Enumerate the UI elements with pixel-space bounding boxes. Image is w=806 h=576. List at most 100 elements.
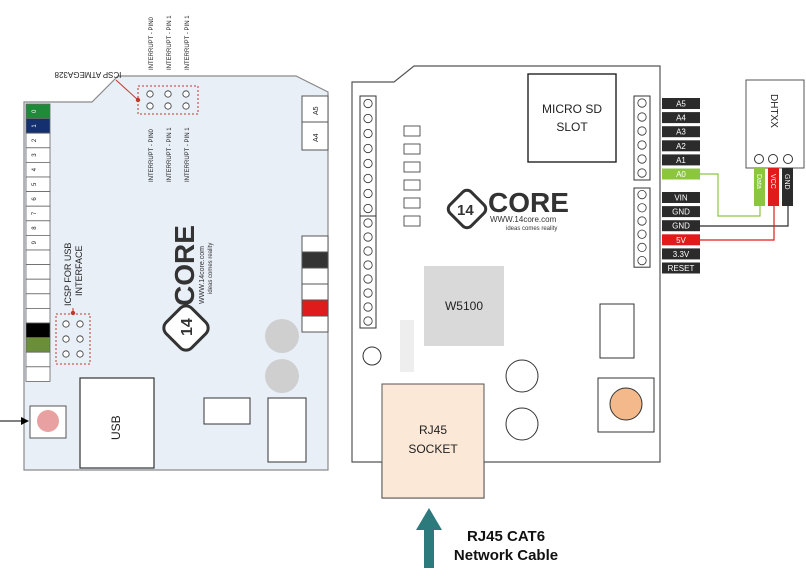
interrupt-bottom-label: INTERRUPT - PIN 1 — [167, 127, 173, 182]
interrupt-top-label: INTERRUPT - PIN0 — [149, 16, 155, 70]
dht-pin-hole — [768, 154, 778, 164]
interrupt-bottom-label: INTERRUPT - PIN0 — [149, 128, 155, 182]
digital-pin-cell — [25, 366, 51, 382]
header-frame — [359, 215, 377, 329]
shield-right-header-top — [633, 95, 651, 181]
pin-label: VIN — [674, 194, 688, 203]
icsp-pin — [76, 350, 84, 358]
pin-label: A1 — [676, 156, 686, 165]
digital-pin-number: 9 — [32, 240, 38, 244]
shield-logo-url: WWW.14core.com — [490, 215, 557, 224]
network-cable-indicator: RJ45 CAT6 Network Cable — [416, 508, 558, 568]
shield-logo-number: 14 — [457, 202, 474, 219]
mounting-hole — [265, 359, 299, 393]
pin-label-bg — [662, 192, 700, 203]
digital-pin-cell — [25, 147, 51, 163]
shield-reset-button[interactable] — [609, 387, 643, 421]
left-power-header — [301, 235, 329, 333]
digital-pin-number: 0 — [32, 109, 38, 113]
icsp-usb-pins — [62, 320, 84, 358]
digital-pin-number: 5 — [32, 182, 38, 186]
wires — [700, 173, 789, 241]
cable-label-line2: Network Cable — [454, 547, 558, 564]
digital-pin-number: 4 — [32, 167, 38, 171]
shield-logo: 14 CORE WWW.14core.com ideas comes reali… — [446, 187, 569, 232]
micro-sd-label-line1: MICRO SD — [542, 102, 602, 116]
icsp-pin — [62, 320, 70, 328]
shield-capacitor — [505, 407, 539, 441]
interrupt-labels-top: INTERRUPT - PIN0 INTERRUPT - PIN 1 INTER… — [149, 15, 191, 70]
pin-label-bg — [662, 248, 700, 260]
cable-arrow-head — [416, 508, 442, 530]
header-pin — [363, 288, 373, 298]
dht-pin-hole — [754, 154, 764, 164]
led — [403, 161, 421, 173]
digital-pin-number: 8 — [32, 226, 38, 230]
icsp-usb-label-line2: INTERFACE — [74, 245, 84, 296]
icsp-pin — [62, 335, 70, 343]
header-pin — [363, 203, 373, 214]
icsp-atmega-pointer — [115, 79, 139, 101]
pin-label: A2 — [676, 142, 686, 151]
digital-pin-cell — [25, 205, 51, 222]
left-logo: 14 CORE WWW.14core.com ideas comes reali… — [162, 225, 214, 352]
micro-sd-slot — [527, 73, 617, 163]
header-pin — [363, 218, 373, 228]
w5100-label: W5100 — [445, 299, 483, 313]
digital-pin-number: 7 — [32, 211, 38, 215]
digital-pin-cell — [25, 293, 51, 309]
header-frame — [633, 95, 651, 181]
pin-label: 3.3V — [673, 250, 690, 259]
shield-logo-tagline: ideas comes reality — [506, 226, 557, 232]
icsp-atmega-pins — [146, 90, 190, 110]
icsp-usb-label-line1: ICSP FOR USB — [63, 243, 73, 306]
interrupt-top-label: INTERRUPT - PIN 1 — [167, 15, 173, 70]
header-pin — [637, 126, 647, 136]
shield-capacitor — [505, 359, 539, 393]
mounting-hole — [265, 319, 299, 353]
pin-label-bg — [662, 168, 700, 180]
header-pin — [363, 274, 373, 284]
header-pin — [637, 154, 647, 164]
shield-left-header-bottom — [359, 215, 377, 329]
usb-label: USB — [109, 415, 123, 440]
icsp-atmega-label: ICSP ATMEGA328 — [54, 70, 121, 79]
analog-header-a5: A5 — [313, 106, 320, 115]
shield-leds — [403, 125, 421, 227]
pin-label: RESET — [668, 264, 695, 273]
pin-label-bg — [662, 154, 700, 166]
icsp-pin — [76, 335, 84, 343]
header-pin — [363, 188, 373, 199]
led — [403, 179, 421, 191]
icsp-pin — [146, 90, 154, 98]
w5100-chip — [424, 266, 504, 346]
digital-pin-cell — [25, 351, 51, 368]
header-pin — [363, 260, 373, 270]
icsp-usb-pointer-dot — [70, 310, 76, 316]
left-logo-brand: CORE — [169, 225, 200, 306]
shield-logo-brand: CORE — [488, 187, 569, 218]
header-pin — [637, 98, 647, 108]
wire-data — [700, 173, 761, 217]
rj45-label-line1: RJ45 — [419, 423, 447, 437]
pin-label-bg — [662, 112, 700, 124]
dht-pin-hole — [783, 154, 793, 164]
dht-pin-bg — [768, 168, 779, 206]
pin-label-bg — [662, 140, 700, 152]
micro-sd-label-line2: SLOT — [556, 120, 588, 134]
led — [403, 143, 421, 155]
digital-pin-cell — [25, 337, 51, 353]
header-pin — [637, 229, 647, 239]
pin-label-bg — [662, 126, 700, 138]
digital-pin-number: 2 — [32, 138, 38, 142]
reset-button[interactable] — [37, 410, 59, 432]
digital-pin-cell — [25, 132, 51, 149]
cable-label-line1: RJ45 CAT6 — [467, 528, 545, 545]
pin-label-bg — [662, 98, 700, 109]
pin-label: A0 — [676, 170, 686, 179]
